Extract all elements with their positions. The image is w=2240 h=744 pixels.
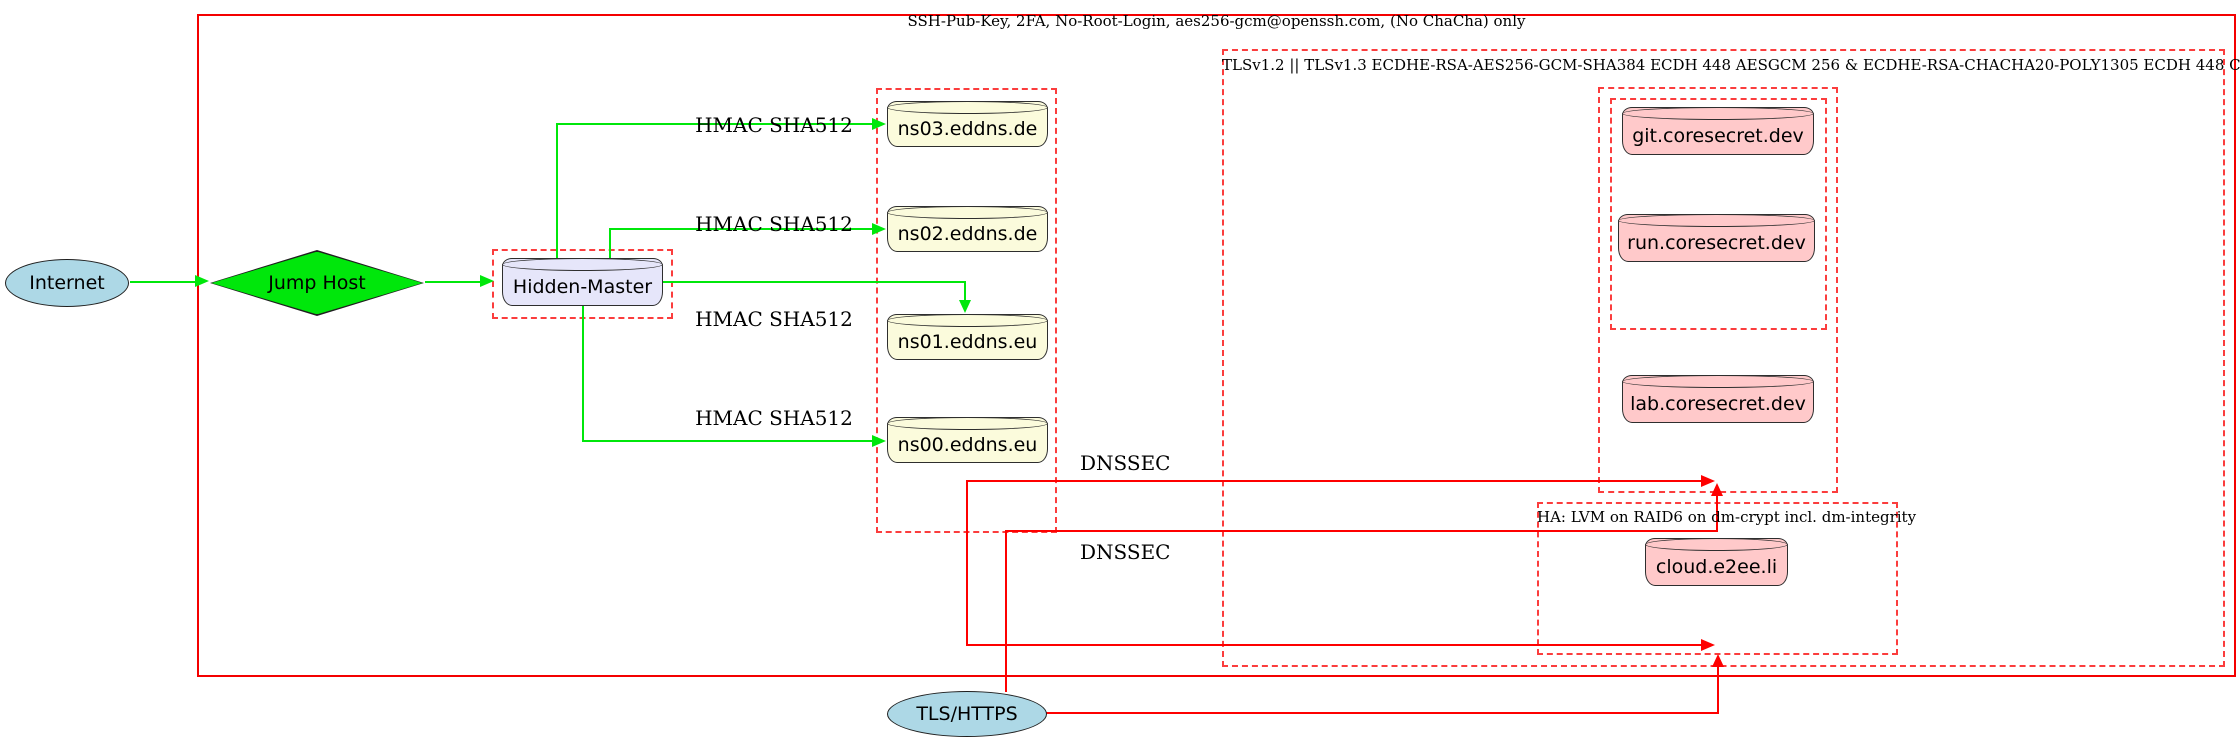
arrowhead-ns01 xyxy=(959,300,971,313)
edge-hiddenmaster-ns02-v xyxy=(609,229,611,259)
arrowhead-internet-jumphost xyxy=(195,275,209,287)
lab-cylinder-cap xyxy=(1621,374,1815,388)
edge-tlshttps-e2ee-v xyxy=(1717,665,1719,714)
cloud-e2ee-node: cloud.e2ee.li xyxy=(1644,537,1789,586)
ns01-node-label: ns01.eddns.eu xyxy=(897,330,1038,353)
tls-https-node-label: TLS/HTTPS xyxy=(916,703,1018,725)
dnssec-label-1: DNSSEC xyxy=(1080,451,1171,475)
edge-dnssec-e2ee-h xyxy=(966,644,1703,646)
git-node-label: git.coresecret.dev xyxy=(1632,124,1804,147)
jump-host-node: Jump Host xyxy=(210,250,424,316)
hmac-label-ns03: HMAC SHA512 xyxy=(695,113,853,137)
arrowhead-tlshttps-coresecret xyxy=(1711,483,1723,496)
hmac-label-ns01: HMAC SHA512 xyxy=(695,307,853,331)
edge-tlshttps-coresecret-v1 xyxy=(1005,530,1007,692)
edge-hiddenmaster-ns03-v xyxy=(556,124,558,259)
lab-node-label: lab.coresecret.dev xyxy=(1630,392,1806,415)
edge-hiddenmaster-ns02-h xyxy=(609,228,874,230)
run-node-label: run.coresecret.dev xyxy=(1627,231,1806,254)
ns03-node-label: ns03.eddns.de xyxy=(897,117,1038,140)
jump-host-node-label: Jump Host xyxy=(268,272,366,294)
edge-jumphost-hiddenmaster xyxy=(425,281,482,283)
ns01-node: ns01.eddns.eu xyxy=(886,313,1049,360)
arrowhead-dnssec-e2ee xyxy=(1701,639,1715,651)
ns02-node: ns02.eddns.de xyxy=(886,205,1049,252)
hidden-master-node-label: Hidden-Master xyxy=(512,275,653,298)
ns03-node: ns03.eddns.de xyxy=(886,100,1049,147)
arrowhead-ns02 xyxy=(872,223,886,235)
edge-dnssec-coresecret-h xyxy=(966,480,1703,482)
hmac-label-ns02: HMAC SHA512 xyxy=(695,212,853,236)
arrowhead-tlshttps-e2ee xyxy=(1712,654,1724,667)
tls-https-node: TLS/HTTPS xyxy=(887,691,1047,737)
git-coresecret-node: git.coresecret.dev xyxy=(1621,106,1815,155)
ssh-hardening-cluster-box xyxy=(197,14,2236,677)
git-cylinder-cap xyxy=(1621,106,1815,120)
arrowhead-ns03 xyxy=(872,118,886,130)
hidden-master-node: Hidden-Master xyxy=(501,257,664,306)
edge-tlshttps-e2ee-h xyxy=(1046,712,1719,714)
hmac-label-ns00: HMAC SHA512 xyxy=(695,406,853,430)
internet-node-label: Internet xyxy=(29,272,105,294)
edge-internet-jumphost xyxy=(130,281,197,283)
edge-hiddenmaster-ns03-h xyxy=(556,123,874,125)
ssh-hardening-cluster-label: SSH-Pub-Key, 2FA, No-Root-Login, aes256-… xyxy=(907,12,1526,30)
run-cylinder-cap xyxy=(1617,213,1816,227)
edge-hiddenmaster-ns01-v xyxy=(964,281,966,301)
ns00-node: ns00.eddns.eu xyxy=(886,416,1049,463)
ns02-node-label: ns02.eddns.de xyxy=(897,222,1038,245)
ha-storage-cluster-label: HA: LVM on RAID6 on dm-crypt incl. dm-in… xyxy=(1537,508,1917,526)
ns00-node-label: ns00.eddns.eu xyxy=(897,433,1038,456)
edge-hiddenmaster-ns01-h xyxy=(663,281,966,283)
edge-dnssec-v xyxy=(966,480,968,645)
arrowhead-jumphost-hiddenmaster xyxy=(480,275,494,287)
git-run-cluster-box xyxy=(1610,98,1827,330)
arrowhead-ns00 xyxy=(872,435,886,447)
tls-cluster-label: TLSv1.2 || TLSv1.3 ECDHE-RSA-AES256-GCM-… xyxy=(1222,56,2240,74)
lab-coresecret-node: lab.coresecret.dev xyxy=(1621,374,1815,423)
cloud-node-label: cloud.e2ee.li xyxy=(1655,555,1778,578)
dnssec-label-2: DNSSEC xyxy=(1080,540,1171,564)
run-coresecret-node: run.coresecret.dev xyxy=(1617,213,1816,262)
edge-tlshttps-coresecret-h xyxy=(1005,530,1718,532)
edge-hiddenmaster-ns00-h xyxy=(582,440,874,442)
edge-tlshttps-coresecret-v2 xyxy=(1716,494,1718,532)
internet-node: Internet xyxy=(5,259,129,307)
edge-hiddenmaster-ns00-v xyxy=(582,306,584,442)
